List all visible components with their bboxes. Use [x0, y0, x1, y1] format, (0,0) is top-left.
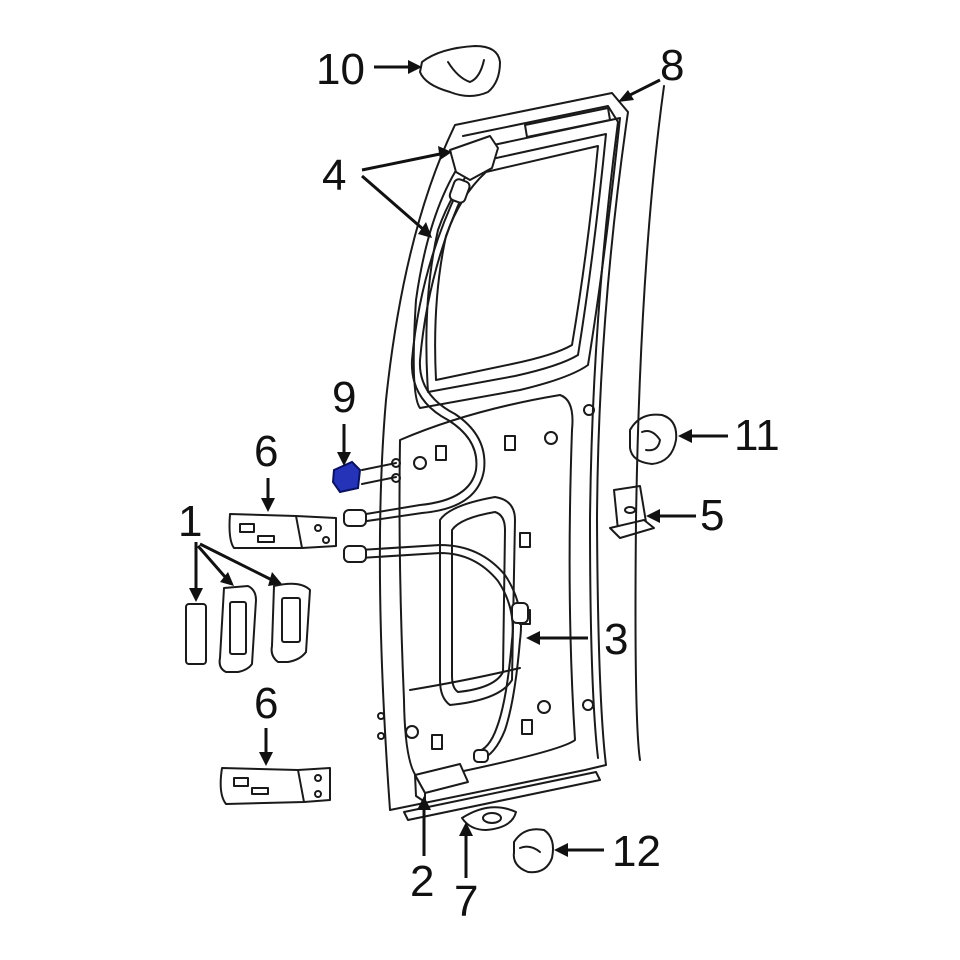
- highlighted-clip-part: [331, 458, 401, 494]
- bumper-part: [419, 45, 501, 97]
- hinge-lower: [219, 767, 331, 805]
- bumper-part-right: [629, 413, 678, 465]
- upper-cable: [343, 135, 499, 527]
- door-shell: [377, 92, 629, 821]
- striker-plate: [461, 806, 517, 831]
- callout-1: 1: [178, 497, 202, 546]
- callout-labels: 10 8 4 9 6 1 6 11 5 3 2 7 12: [178, 41, 780, 926]
- callout-11: 11: [734, 411, 780, 460]
- callout-arrows: [189, 60, 728, 878]
- callout-12: 12: [612, 827, 661, 876]
- hinge-upper: [228, 513, 337, 549]
- callout-6-lower: 6: [254, 679, 278, 728]
- callout-2: 2: [410, 857, 434, 906]
- callout-4: 4: [322, 151, 346, 200]
- callout-7: 7: [454, 877, 478, 926]
- lower-cable: [343, 544, 529, 763]
- callout-5: 5: [700, 491, 724, 540]
- callout-3: 3: [604, 615, 628, 664]
- callout-8: 8: [660, 41, 684, 90]
- bracket-part: [609, 485, 655, 539]
- seal-pieces: [185, 582, 311, 673]
- bumper-part-lower: [512, 828, 554, 874]
- lower-latch: [414, 763, 469, 803]
- callout-6-upper: 6: [254, 427, 278, 476]
- callout-10: 10: [316, 45, 365, 94]
- callout-9: 9: [332, 373, 356, 422]
